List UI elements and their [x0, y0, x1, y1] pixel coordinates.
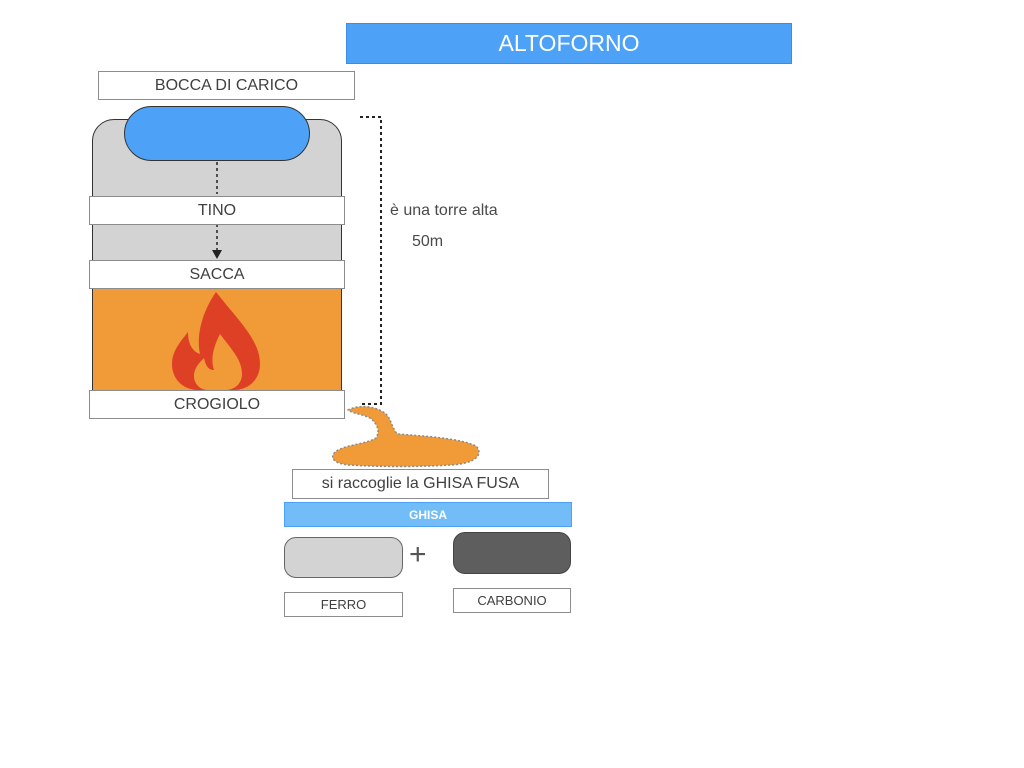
ferro-block — [284, 537, 403, 578]
flame-icon — [172, 292, 260, 390]
label-collection: si raccoglie la GHISA FUSA — [292, 469, 549, 499]
height-bracket — [360, 116, 382, 405]
height-note-line1: è una torre alta — [390, 202, 498, 219]
molten-iron-puddle — [331, 405, 480, 468]
label-bocca-di-carico: BOCCA DI CARICO — [98, 71, 355, 100]
plus-sign: + — [409, 538, 427, 571]
carbonio-block — [453, 532, 571, 574]
label-ferro: FERRO — [284, 592, 403, 617]
label-tino: TINO — [89, 196, 345, 225]
charging-mouth — [124, 106, 310, 161]
flow-arrows — [212, 162, 222, 259]
label-carbonio: CARBONIO — [453, 588, 571, 613]
label-sacca: SACCA — [89, 260, 345, 289]
height-note-line2: 50m — [412, 233, 444, 250]
label-crogiolo: CROGIOLO — [89, 390, 345, 419]
page-title: ALTOFORNO — [346, 23, 792, 64]
ghisa-header: GHISA — [284, 502, 572, 527]
